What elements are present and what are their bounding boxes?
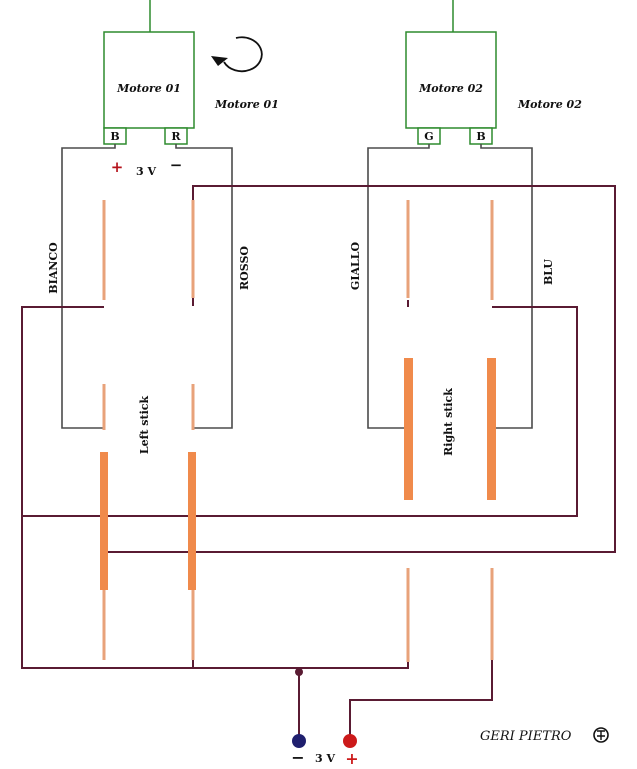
motor-02-terminal-b-label: B (476, 130, 485, 143)
junction-dot (295, 668, 303, 676)
battery-negative-terminal (292, 734, 306, 748)
motor-01-body (103, 31, 195, 129)
right-stick-label: Right stick (442, 388, 455, 456)
motor-01-side-label: Motore 01 (214, 98, 279, 111)
motor-01-terminal-b-label: B (110, 130, 119, 143)
motor-01: Motore 01 B R (103, 31, 195, 145)
left-stick: Left stick (100, 396, 196, 590)
wire-giallo (367, 144, 430, 429)
motor-supply-voltage: 3 V (136, 165, 156, 178)
wire-blu (480, 144, 533, 429)
motor-supply-plus: + (111, 158, 124, 176)
wire-rosso (175, 144, 233, 429)
right-stick-bar-right (487, 358, 496, 500)
author-logo-icon (593, 727, 609, 743)
motor-01-label: Motore 01 (116, 82, 181, 95)
left-stick-bar-left (100, 452, 108, 590)
battery-plus-label: + (345, 749, 358, 768)
motor-02-terminal-g-label: G (424, 130, 433, 143)
motor-supply-minus: − (170, 156, 183, 174)
wire-bianco-label: BIANCO (47, 242, 60, 294)
right-stick: Right stick (404, 358, 496, 500)
motor-02-label: Motore 02 (418, 82, 483, 95)
wire-bianco (61, 144, 116, 429)
wire-blu-label: BLU (542, 259, 555, 285)
author-name: GERI PIETRO (480, 729, 572, 744)
left-stick-label: Left stick (138, 396, 151, 455)
battery-voltage-label: 3 V (315, 752, 335, 765)
battery: − 3 V + (291, 734, 359, 768)
wire-rosso-label: ROSSO (238, 246, 251, 290)
motor-02-side-label: Motore 02 (517, 98, 582, 111)
motor-02: Motore 02 G B (405, 31, 497, 145)
motor-01-terminal-r-label: R (171, 130, 181, 143)
battery-minus-label: − (291, 748, 304, 767)
power-wire-mid (21, 306, 578, 517)
power-wire-upper (104, 185, 616, 553)
right-stick-bar-left (404, 358, 413, 500)
left-stick-bar-right (188, 452, 196, 590)
motor-02-body (405, 31, 497, 129)
power-wire-right-drop (349, 568, 493, 738)
rotation-arrow-icon (211, 36, 263, 73)
wire-giallo-label: GIALLO (349, 242, 362, 291)
battery-positive-terminal (343, 734, 357, 748)
power-wire-bottom (193, 568, 409, 669)
